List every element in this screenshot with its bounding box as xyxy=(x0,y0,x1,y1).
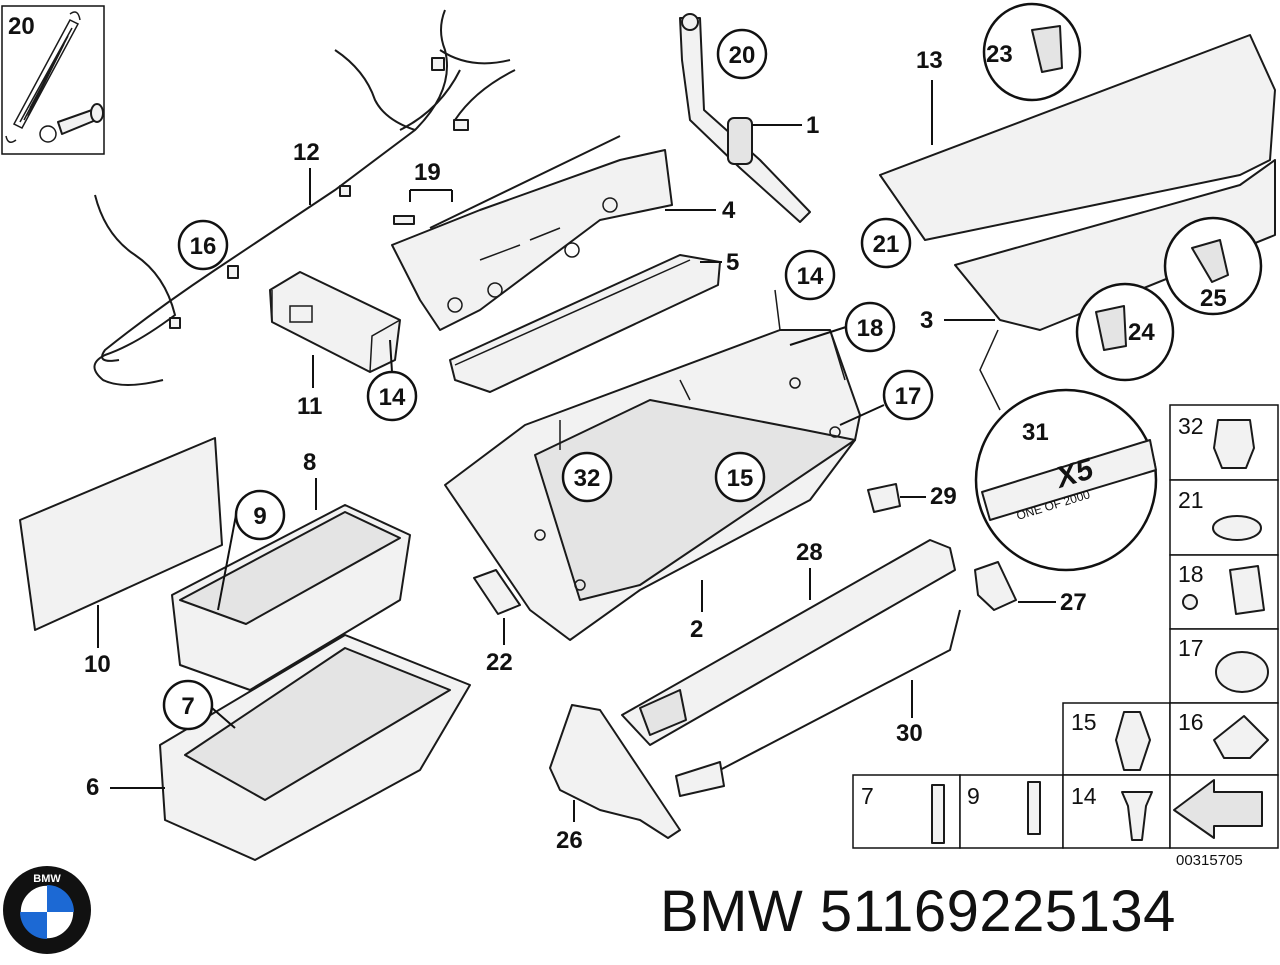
callout-26: 26 xyxy=(556,827,583,854)
fastener-legend-grid: 32 21 18 17 15 16 7 9 14 xyxy=(852,404,1279,849)
callout-11: 11 xyxy=(297,393,322,420)
spring-icon xyxy=(5,11,81,143)
hinge-arm-1 xyxy=(679,13,811,223)
callout-circle-14-right xyxy=(784,249,836,301)
callout-circle-17 xyxy=(882,369,934,421)
callout-circle-20 xyxy=(716,28,768,80)
callout-25: 25 xyxy=(1200,285,1227,312)
callout-19: 19 xyxy=(414,159,441,186)
clip-25-icon xyxy=(1191,239,1229,283)
callout-4: 4 xyxy=(722,197,736,224)
legend-label-16: 16 xyxy=(1178,709,1204,735)
lid-13 xyxy=(879,34,1276,331)
latch-rail-28 xyxy=(621,539,956,746)
bolt-icon xyxy=(39,103,104,143)
callout-32: 32 xyxy=(574,465,601,492)
callout-16: 16 xyxy=(190,233,217,260)
bmw-logo-lettering: BMW xyxy=(33,873,61,885)
legend-label-17: 17 xyxy=(1178,635,1204,661)
screw-18-icon xyxy=(1182,594,1198,610)
legend-label-9: 9 xyxy=(967,783,980,809)
rod-19 xyxy=(393,135,621,229)
control-unit-11 xyxy=(269,271,401,373)
part-29 xyxy=(867,483,901,513)
callout-22: 22 xyxy=(486,649,513,676)
callout-5: 5 xyxy=(726,249,739,276)
callout-18: 18 xyxy=(857,315,884,342)
part-27 xyxy=(974,561,1017,611)
clip-23-icon xyxy=(1031,25,1063,73)
callout-30: 30 xyxy=(896,720,923,747)
callout-12: 12 xyxy=(293,139,320,166)
cap-21-icon xyxy=(1212,515,1262,541)
direction-arrow-icon xyxy=(1173,779,1263,839)
clip-24-icon xyxy=(1095,305,1127,351)
callout-31: 31 xyxy=(1022,419,1049,446)
callout-24: 24 xyxy=(1128,319,1155,346)
part-22 xyxy=(473,569,521,615)
push-clip-32-icon xyxy=(1213,419,1255,469)
legend-label-14: 14 xyxy=(1071,783,1097,809)
tray-6 xyxy=(159,634,471,861)
lock-26 xyxy=(549,704,681,839)
inset-spring-kit: 20 xyxy=(1,5,105,155)
glovebox-housing-2 xyxy=(444,289,861,641)
bracket-4 xyxy=(391,149,673,331)
tray-8 xyxy=(171,504,411,691)
document-number: 00315705 xyxy=(1176,852,1243,869)
callout-14-right: 14 xyxy=(797,263,824,290)
expanding-rivet-15-icon xyxy=(1115,711,1151,771)
callout-circle-7 xyxy=(162,679,214,731)
callout-circle-21 xyxy=(860,217,912,269)
callout-circle-15 xyxy=(714,451,766,503)
bracket-18-icon xyxy=(1229,565,1265,615)
callout-2: 2 xyxy=(690,616,703,643)
wiring-harness-12 xyxy=(93,9,516,386)
panel-10 xyxy=(19,437,223,631)
callout-20: 20 xyxy=(729,42,756,69)
callout-1: 1 xyxy=(806,112,819,139)
legend-label-18: 18 xyxy=(1178,561,1204,587)
part-number-title: BMW 51169225134 xyxy=(660,879,1176,944)
callout-6: 6 xyxy=(86,774,99,801)
callout-27: 27 xyxy=(1060,589,1087,616)
legend-label-32: 32 xyxy=(1178,413,1204,439)
bolt-7-icon xyxy=(931,784,945,844)
callout-circle-32 xyxy=(561,451,613,503)
callout-17: 17 xyxy=(895,383,922,410)
grommet-17-icon xyxy=(1215,651,1269,693)
callout-29: 29 xyxy=(930,483,957,510)
callout-13: 13 xyxy=(916,47,943,74)
callout-9: 9 xyxy=(253,503,266,530)
callout-3: 3 xyxy=(920,307,933,334)
callout-14-left: 14 xyxy=(379,384,406,411)
bmw-logo: BMW xyxy=(3,866,91,954)
legend-label-7: 7 xyxy=(861,783,874,809)
callout-circle-16 xyxy=(177,219,229,271)
clip-16-icon xyxy=(1213,715,1269,759)
callout-8: 8 xyxy=(303,449,316,476)
emblem-31: X5 ONE OF 2000 xyxy=(981,439,1157,523)
callout-10: 10 xyxy=(84,651,111,678)
cover-strip-5 xyxy=(449,254,721,393)
callout-23: 23 xyxy=(986,41,1013,68)
callout-20-inset: 20 xyxy=(8,13,35,40)
screw-14-icon xyxy=(1121,791,1153,841)
cable-30 xyxy=(675,609,961,797)
callout-7: 7 xyxy=(181,693,194,720)
legend-label-15: 15 xyxy=(1071,709,1097,735)
bolt-9-icon xyxy=(1027,781,1041,835)
callout-15: 15 xyxy=(727,465,754,492)
legend-label-21: 21 xyxy=(1178,487,1204,513)
callout-21: 21 xyxy=(873,231,900,258)
callout-28: 28 xyxy=(796,539,823,566)
